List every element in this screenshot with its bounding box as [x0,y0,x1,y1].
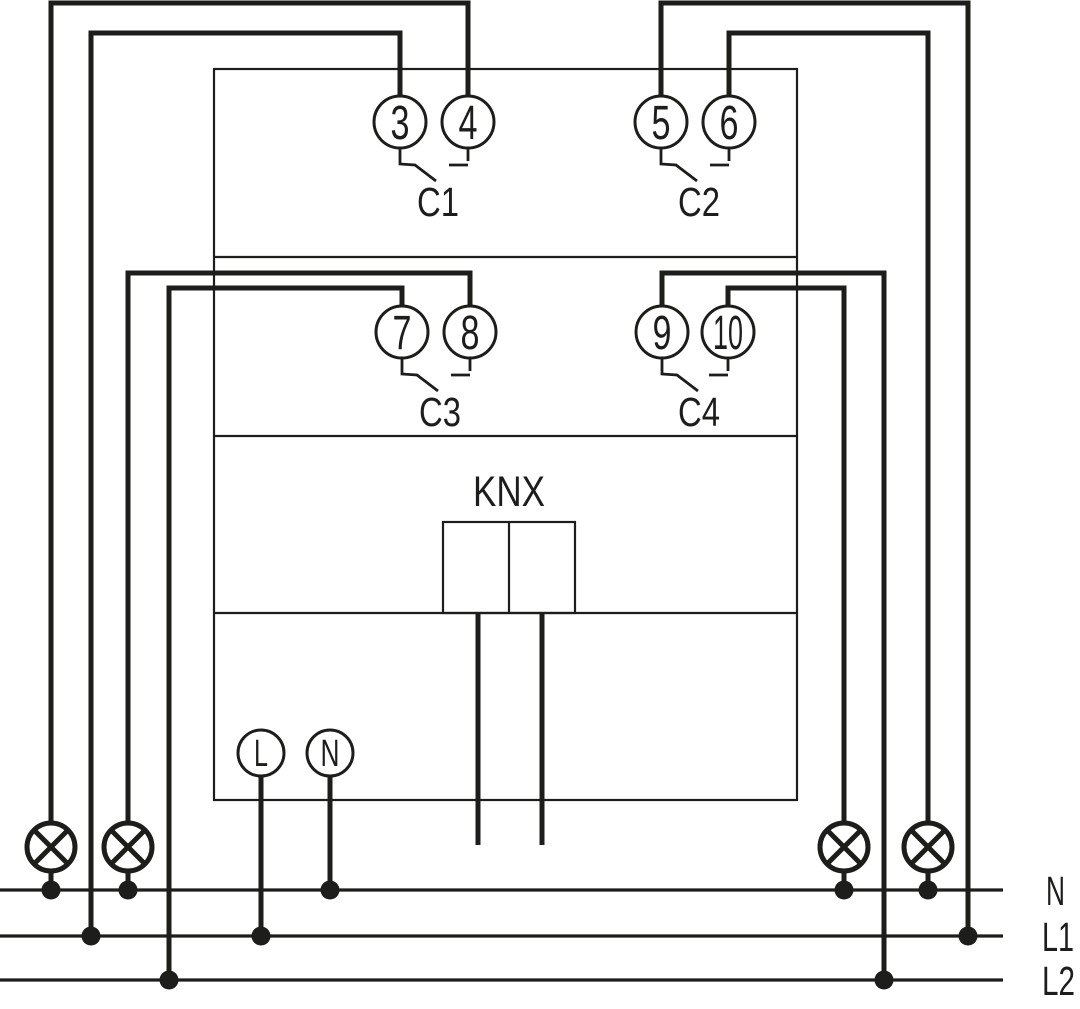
knx-connector [441,520,577,615]
power-terminal-n-label: N [321,733,340,775]
mains-label-n: N [1046,868,1065,914]
knx-label: KNX [473,468,545,516]
labels: C1 C2 C3 C4 KNX N L1 L2 [417,179,1075,1004]
power-terminal-l: L [236,728,286,778]
terminal-4-label: 4 [459,97,478,150]
device-body [212,67,799,802]
lamp-icon [101,820,155,874]
terminal-4: 4 [440,94,496,150]
channel-c2-label: C2 [678,179,720,225]
mains-label-l2: L2 [1042,958,1075,1004]
wires [48,0,971,980]
terminal-5-label: 5 [652,97,671,150]
terminal-5: 5 [633,94,689,150]
junction-dot [81,926,101,946]
terminal-7: 7 [374,304,430,360]
channel-c3-switch-icon [400,358,472,393]
terminals: 3 4 5 6 7 8 9 10 [236,94,757,778]
junction-dot [834,880,854,900]
wire-terminal7-to-l2 [166,285,405,980]
terminal-8: 8 [442,304,498,360]
wire-terminal8-to-lamp2 [125,270,473,890]
channel-c3-label: C3 [419,389,461,435]
terminal-10: 10 [700,304,756,360]
terminal-6: 6 [701,94,757,150]
terminal-3: 3 [372,94,428,150]
junction-dot [320,880,340,900]
channel-c4-label: C4 [678,389,720,435]
junction-dots [41,880,978,990]
junction-dot [918,880,938,900]
junction-dot [159,970,179,990]
junction-dot [251,926,271,946]
terminal-3-label: 3 [391,97,410,150]
lamp-icon [817,820,871,874]
channel-c1-label: C1 [417,179,459,225]
lamp-icon [24,820,78,874]
channel-c2-switch-icon [659,148,731,183]
wire-terminal6-to-lamp4 [726,30,931,890]
lamp-group [24,820,955,874]
junction-dot [958,926,978,946]
terminal-9-label: 9 [653,307,672,360]
mains-bus [0,888,1003,982]
channel-c1-switch-icon [398,148,470,183]
junction-dot [118,880,138,900]
wire-terminal9-to-l2 [659,270,887,980]
terminal-10-label: 10 [713,307,743,360]
terminal-6-label: 6 [720,97,739,150]
terminal-9: 9 [634,304,690,360]
wire-terminal3-to-l1 [88,30,403,936]
mains-label-l1: L1 [1042,914,1074,960]
power-terminal-l-label: L [254,733,268,775]
power-terminal-n: N [305,728,355,778]
relay-switches [398,148,731,393]
junction-dot [874,970,894,990]
terminal-7-label: 7 [393,307,412,360]
wire-terminal4-to-lamp1 [48,0,471,890]
junction-dot [41,880,61,900]
wire-terminal5-to-l1 [658,0,971,936]
lamp-icon [901,820,955,874]
channel-c4-switch-icon [660,358,730,393]
terminal-8-label: 8 [461,307,480,360]
